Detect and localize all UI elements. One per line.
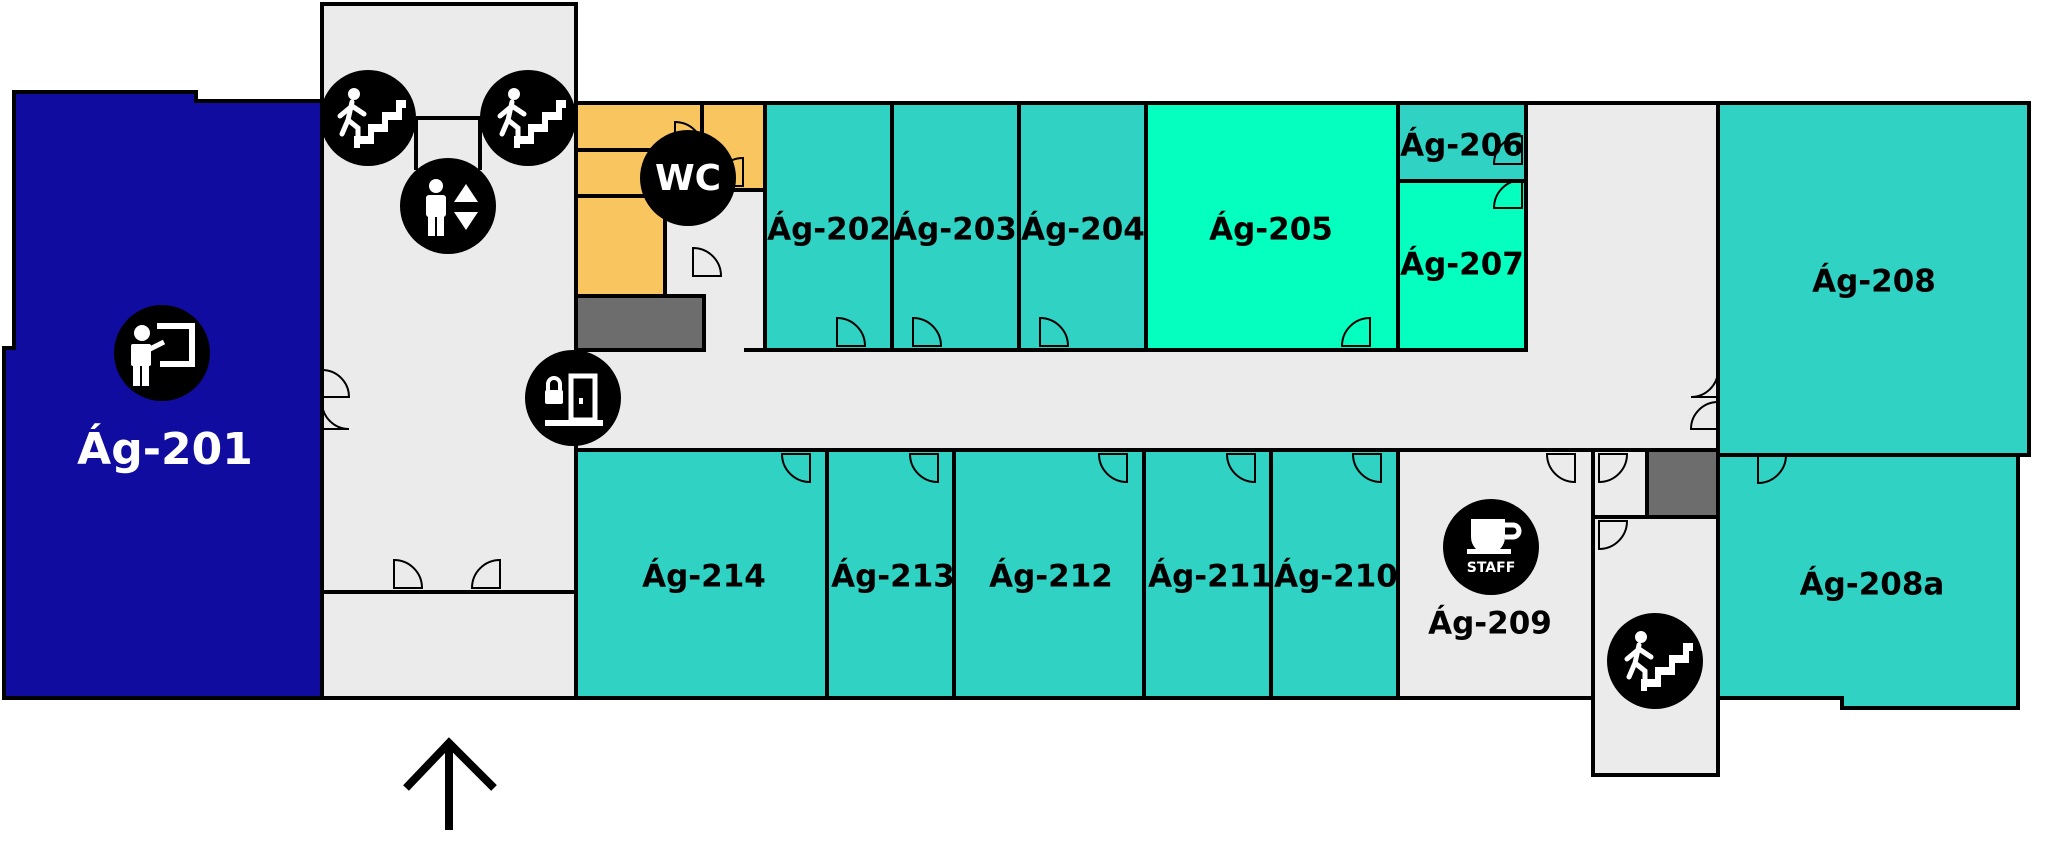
service-room-west xyxy=(574,294,706,352)
room-206[interactable]: Ág-206 xyxy=(1396,101,1528,183)
room-203[interactable]: Ág-203 xyxy=(890,101,1021,352)
classroom-icon xyxy=(114,305,210,401)
svg-text:Ág-207: Ág-207 xyxy=(1400,247,1524,283)
elevator-icon[interactable] xyxy=(400,158,496,254)
room-214[interactable]: Ág-214 xyxy=(574,448,829,700)
stairs-icon[interactable] xyxy=(1607,613,1703,709)
entrance-arrow-icon xyxy=(403,737,497,830)
room-label-201: Ág-201 xyxy=(77,422,253,475)
stairs-icon[interactable] xyxy=(480,70,576,166)
svg-text:Ág-206: Ág-206 xyxy=(1400,128,1524,164)
room-204[interactable]: Ág-204 xyxy=(1017,101,1148,352)
svg-text:Ág-205: Ág-205 xyxy=(1209,212,1333,248)
wc-icon[interactable]: WC xyxy=(640,130,736,226)
svg-text:Ág-211: Ág-211 xyxy=(1148,559,1272,595)
room-208a[interactable]: Ág-208a xyxy=(1716,453,2020,710)
svg-text:Ág-202: Ág-202 xyxy=(767,212,891,248)
svg-text:Ág-208: Ág-208 xyxy=(1812,264,1936,300)
locker-icon[interactable] xyxy=(525,350,621,446)
svg-text:Ág-214: Ág-214 xyxy=(642,559,766,595)
restroom-door xyxy=(692,246,723,277)
svg-text:Ág-210: Ág-210 xyxy=(1274,559,1398,595)
svg-text:WC: WC xyxy=(655,158,721,199)
coffee-icon[interactable]: STAFF xyxy=(1443,499,1539,595)
room-212[interactable]: Ág-212 xyxy=(952,448,1146,700)
svg-text:Ág-204: Ág-204 xyxy=(1021,212,1145,248)
stairwell-wall xyxy=(414,116,482,170)
svg-text:Ág-208a: Ág-208a xyxy=(1800,567,1945,603)
room-201[interactable]: Ág-201 xyxy=(2,90,324,700)
room-210[interactable]: Ág-210 xyxy=(1269,448,1400,700)
room-213[interactable]: Ág-213 xyxy=(825,448,956,700)
svg-text:Ág-209: Ág-209 xyxy=(1428,606,1552,642)
svg-text:STAFF: STAFF xyxy=(1467,560,1516,576)
room-205[interactable]: Ág-205 xyxy=(1144,101,1400,352)
service-room-east xyxy=(1645,448,1720,519)
room-207[interactable]: Ág-207 xyxy=(1396,179,1528,352)
stairs-icon[interactable] xyxy=(320,70,416,166)
doors xyxy=(321,120,1788,589)
svg-text:Ág-203: Ág-203 xyxy=(893,212,1017,248)
room-202[interactable]: Ág-202 xyxy=(763,101,894,352)
svg-text:Ág-213: Ág-213 xyxy=(831,559,955,595)
room-211[interactable]: Ág-211 xyxy=(1142,448,1273,700)
room-208[interactable]: Ág-208 xyxy=(1716,101,2031,457)
svg-text:Ág-212: Ág-212 xyxy=(989,559,1113,595)
